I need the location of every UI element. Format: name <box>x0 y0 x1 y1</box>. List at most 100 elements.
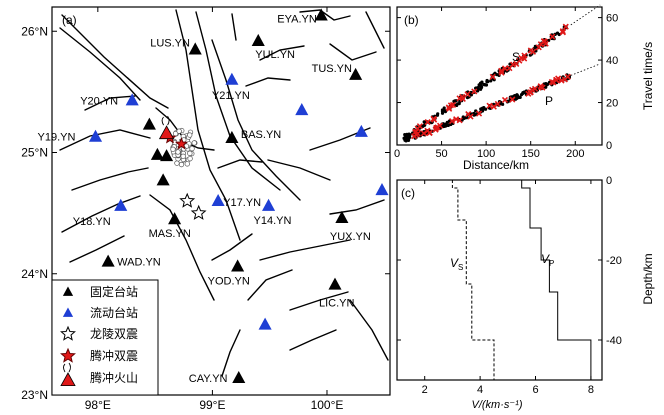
pick-point-S <box>456 102 460 106</box>
station-label: YUL.YN <box>255 49 295 61</box>
tengchong-star <box>174 137 188 150</box>
c-ytick-label: -20 <box>606 255 622 267</box>
fault-line <box>247 269 293 301</box>
seismicity-dot <box>174 160 180 166</box>
red-pick-P <box>420 130 427 137</box>
velocity-Vp <box>521 180 592 380</box>
fault-line <box>211 233 253 261</box>
tengchong-volcano-plume <box>167 115 170 126</box>
fault-line <box>299 9 351 21</box>
lon-tick-label: 100°E <box>311 398 344 412</box>
red-pick-P <box>494 100 501 107</box>
b-xtick-label: 150 <box>522 148 540 160</box>
station-label: BAS.YN <box>241 129 281 141</box>
tengchong-volcano <box>158 125 175 140</box>
seismicity-dot <box>187 155 193 162</box>
red-pick-S <box>518 54 525 62</box>
fixed-station-marker <box>142 117 156 130</box>
longling-star <box>179 192 196 208</box>
red-pick-P <box>531 85 539 92</box>
fault-line <box>59 27 141 101</box>
fault-line <box>71 167 149 191</box>
lat-tick-label: 25°N <box>21 146 48 160</box>
red-pick-P <box>564 73 571 80</box>
red-pick-S <box>562 23 569 30</box>
pick-point-S <box>479 82 483 86</box>
seismicity-dot <box>170 146 176 152</box>
panel-b-points <box>402 4 601 143</box>
panel-b-xlabel: Distance/km <box>463 158 529 172</box>
red-pick-S <box>489 73 496 80</box>
b-ytick-label: 40 <box>606 55 618 67</box>
red-pick-P <box>432 126 439 133</box>
fault-line <box>289 329 337 351</box>
mobile-station-marker <box>262 198 276 211</box>
panel-b-ylabel: Travel time/s <box>641 42 655 110</box>
red-pick-S <box>541 38 548 45</box>
pick-point-S <box>557 32 561 37</box>
seismicity-dot <box>187 132 193 138</box>
pick-point-P <box>544 85 548 89</box>
vp-label: VP <box>541 252 554 268</box>
c-xtick-label: 8 <box>588 384 594 396</box>
red-pick-S <box>559 29 566 36</box>
c-xtick-label: 2 <box>422 384 428 396</box>
fault-line <box>245 77 291 87</box>
seismicity-dot <box>176 128 182 134</box>
station-label: YUX.YN <box>330 231 371 243</box>
panel-c-label: (c) <box>401 186 415 200</box>
station-label: MAS.YN <box>149 228 191 240</box>
legend-longling-marker <box>60 325 76 341</box>
red-pick-S <box>549 33 556 40</box>
fault-line <box>217 159 263 169</box>
fixed-station-marker <box>188 42 202 55</box>
series-label-s: S <box>512 50 520 64</box>
red-pick-S <box>416 123 423 130</box>
fixed-station-marker <box>349 67 363 80</box>
panel-a-label: (a) <box>62 13 77 27</box>
seismicity-dot <box>187 150 193 157</box>
red-pick-P <box>509 96 516 103</box>
fixed-station-marker <box>156 173 170 186</box>
fault-line <box>365 11 385 49</box>
pick-point-P <box>522 90 526 94</box>
mobile-station-marker <box>114 198 128 211</box>
fault-line <box>221 329 241 377</box>
seismicity-dot <box>175 149 181 155</box>
legend-label: 龙陵双震 <box>90 327 138 341</box>
red-pick-P <box>553 76 560 84</box>
red-pick-P <box>525 90 532 97</box>
station-label: Y19.YN <box>38 132 76 144</box>
pick-point-S <box>480 85 484 89</box>
seismicity-dot <box>189 145 195 152</box>
legend-volcano-marker-plume <box>68 362 71 373</box>
red-pick-S <box>424 119 431 126</box>
legend-label: 固定台站 <box>90 284 138 299</box>
station-label: CAY.YN <box>189 373 228 385</box>
station-label: Y14.YN <box>254 215 292 227</box>
fixed-station-marker <box>150 147 164 160</box>
red-pick-P <box>548 78 555 86</box>
red-pick-P <box>453 116 460 123</box>
pick-point-S <box>436 112 440 116</box>
seismicity-dot <box>184 161 190 167</box>
velocity-Vs <box>451 180 495 380</box>
pick-point-S <box>489 79 493 83</box>
station-label: Y21.YN <box>212 90 250 102</box>
red-pick-P <box>476 110 483 117</box>
red-pick-P <box>467 113 474 120</box>
fault-line <box>61 14 169 109</box>
fixed-station-marker <box>251 33 265 46</box>
legend-volcano-marker <box>60 372 76 387</box>
fault-line <box>59 129 151 151</box>
fault-line <box>259 45 305 61</box>
pick-point-S <box>485 80 489 84</box>
mobile-station-marker <box>354 124 368 137</box>
fixed-station-marker <box>168 212 182 225</box>
